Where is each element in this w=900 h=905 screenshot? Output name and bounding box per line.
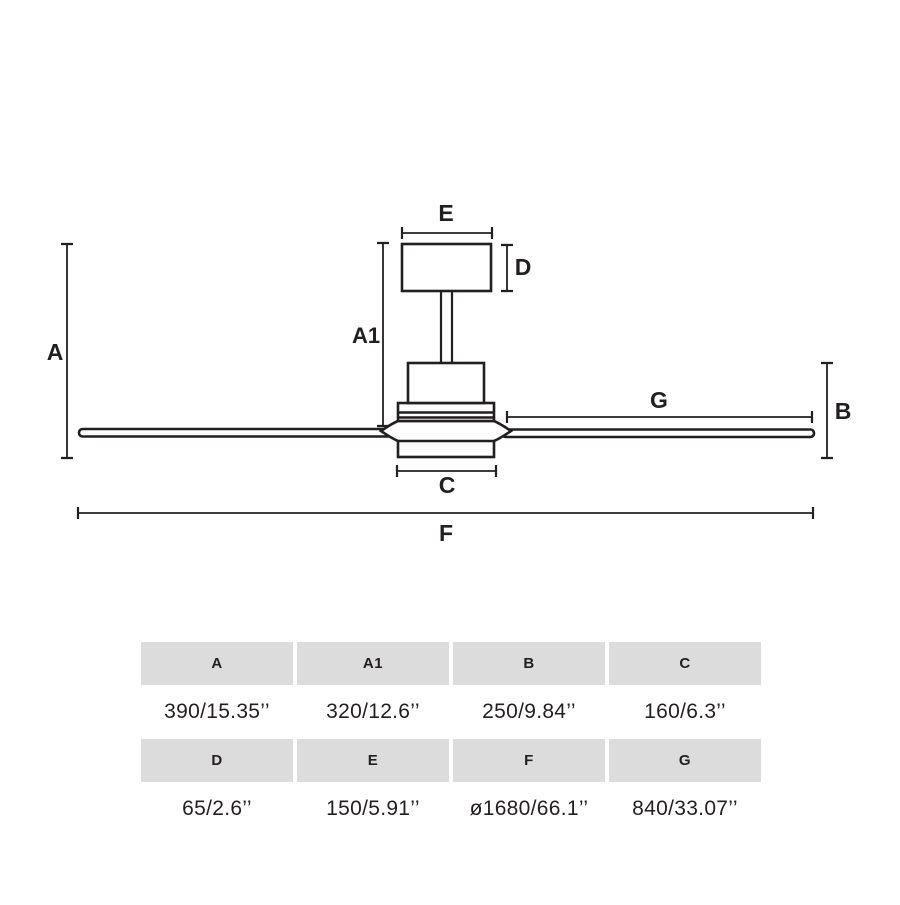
dim-ticks-b [821,361,833,460]
dim-ticks-g [505,411,814,423]
dim-label-a1: A1 [352,323,380,348]
dim-ticks-c [395,465,498,477]
dim-label-f: F [439,520,453,546]
dim-ticks-d [501,243,513,293]
hub-band-stripes [399,411,493,419]
bottom-cap [396,438,496,459]
table-value-e: 150/5.91’’ [326,797,420,820]
dim-ticks-f [76,507,815,519]
table-value-g: 840/33.07’’ [632,797,738,820]
dim-label-a: A [47,339,64,365]
table-header-g: G [609,739,761,782]
blade-right [500,428,816,439]
ceiling-canopy [400,242,493,293]
dim-label-b: B [835,398,852,424]
table-header-a: A [141,642,293,685]
blade-left [77,427,397,438]
table-header-a1: A1 [297,642,449,685]
fan-body [77,242,816,459]
table-header-f: F [453,739,605,782]
dim-ticks-a [61,242,73,460]
dim-label-d: D [515,254,532,280]
dim-label-e: E [438,200,453,226]
hub-flare [378,419,514,443]
table-value-d: 65/2.6’’ [182,797,252,820]
dimension-labels: A A1 E D G B C F [47,200,852,546]
downrod [439,291,454,363]
dim-label-g: G [650,387,668,413]
dim-ticks-e [400,227,494,239]
motor-housing [406,361,486,405]
dim-label-c: C [439,472,456,498]
dimension-lines [61,227,833,519]
table-header-d: D [141,739,293,782]
table-value-c: 160/6.3’’ [644,700,726,723]
table-header-c: C [609,642,761,685]
table-value-f: ø1680/66.1’’ [469,797,589,820]
dimension-table: A A1 B C 390/15.35’’ 320/12.6’’ 250/9.84… [141,642,761,836]
table-value-a1: 320/12.6’’ [326,700,420,723]
table-header-e: E [297,739,449,782]
table-header-b: B [453,642,605,685]
table-value-b: 250/9.84’’ [482,700,576,723]
table-value-a: 390/15.35’’ [164,700,270,723]
